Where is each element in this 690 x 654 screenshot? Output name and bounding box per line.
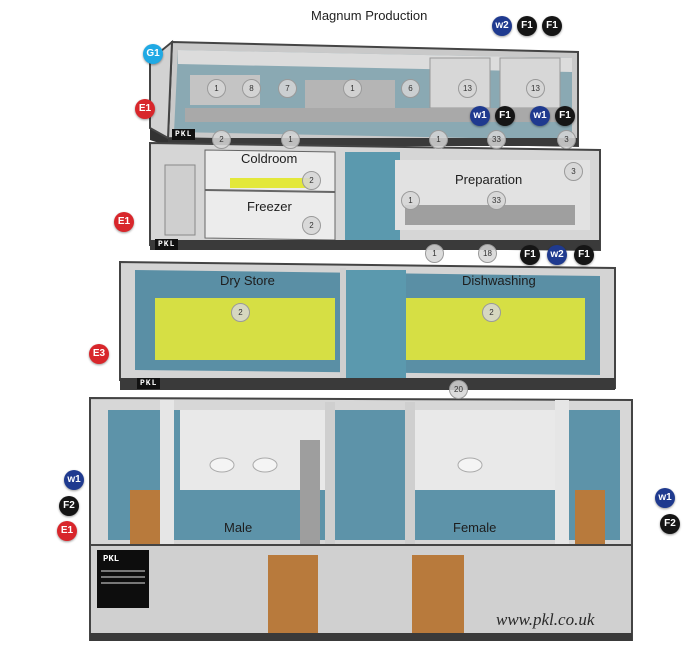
equipment-number: 1 [281,130,300,149]
marker-w2-top: w2 [492,16,512,36]
equipment-number: 2 [302,216,321,235]
marker-e1-mid: E1 [114,212,134,232]
equipment-number: 20 [449,380,468,399]
pkl-signboard-logo: PKL [103,554,120,564]
equipment-number: 2 [212,130,231,149]
room-label-female: Female [453,520,497,535]
equipment-number: 1 [343,79,362,98]
equipment-number: 33 [487,130,506,149]
unit-toilets [89,396,633,641]
pkl-logo-unit-2: PKL [155,239,179,250]
equipment-number: 6 [401,79,420,98]
signboard-line [101,582,145,584]
marker-f1-mid-b: F1 [574,245,594,265]
equipment-number: 13 [526,79,545,98]
marker-e1-left: E1 [57,521,77,541]
pkl-signboard: PKL [97,550,149,608]
marker-w1-left: w1 [64,470,84,490]
marker-f1-mid-a: F1 [520,245,540,265]
marker-w1-right: w1 [655,488,675,508]
marker-w1-b: w1 [530,106,550,126]
diagram-title: Magnum Production [311,8,428,23]
equipment-number: 3 [564,162,583,181]
equipment-number: 2 [482,303,501,322]
equipment-number: 2 [302,171,321,190]
marker-f1-b: F1 [555,106,575,126]
marker-e3: E3 [89,344,109,364]
marker-f1-top-a: F1 [517,16,537,36]
marker-f1-a: F1 [495,106,515,126]
pkl-logo-unit-1: PKL [172,129,196,140]
marker-f2-right: F2 [660,514,680,534]
marker-f2-left: F2 [59,496,79,516]
marker-g1: G1 [143,44,163,64]
equipment-number: 33 [487,191,506,210]
marker-e1-top: E1 [135,99,155,119]
equipment-number: 13 [458,79,477,98]
equipment-number: 8 [242,79,261,98]
signboard-line [101,576,145,578]
website-url: www.pkl.co.uk [496,610,595,629]
equipment-number: 1 [429,130,448,149]
signboard-line [101,570,145,572]
equipment-number: 3 [557,130,576,149]
pkl-logo-unit-3: PKL [137,378,161,389]
marker-w2-mid: w2 [547,245,567,265]
equipment-number: 18 [478,244,497,263]
room-label-male: Male [224,520,253,535]
room-label-freezer: Freezer [247,199,292,214]
room-label-preparation: Preparation [455,172,523,187]
equipment-number: 2 [231,303,250,322]
unit-preparation [149,141,601,252]
room-label-dry-store: Dry Store [220,273,275,288]
equipment-number: 1 [401,191,420,210]
unit-drystore [119,260,616,390]
marker-f1-top-b: F1 [542,16,562,36]
marker-w1-a: w1 [470,106,490,126]
equipment-number: 1 [425,244,444,263]
equipment-number: 7 [278,79,297,98]
equipment-number: 1 [207,79,226,98]
room-label-coldroom: Coldroom [241,151,298,166]
room-label-dishwashing: Dishwashing [462,273,536,288]
